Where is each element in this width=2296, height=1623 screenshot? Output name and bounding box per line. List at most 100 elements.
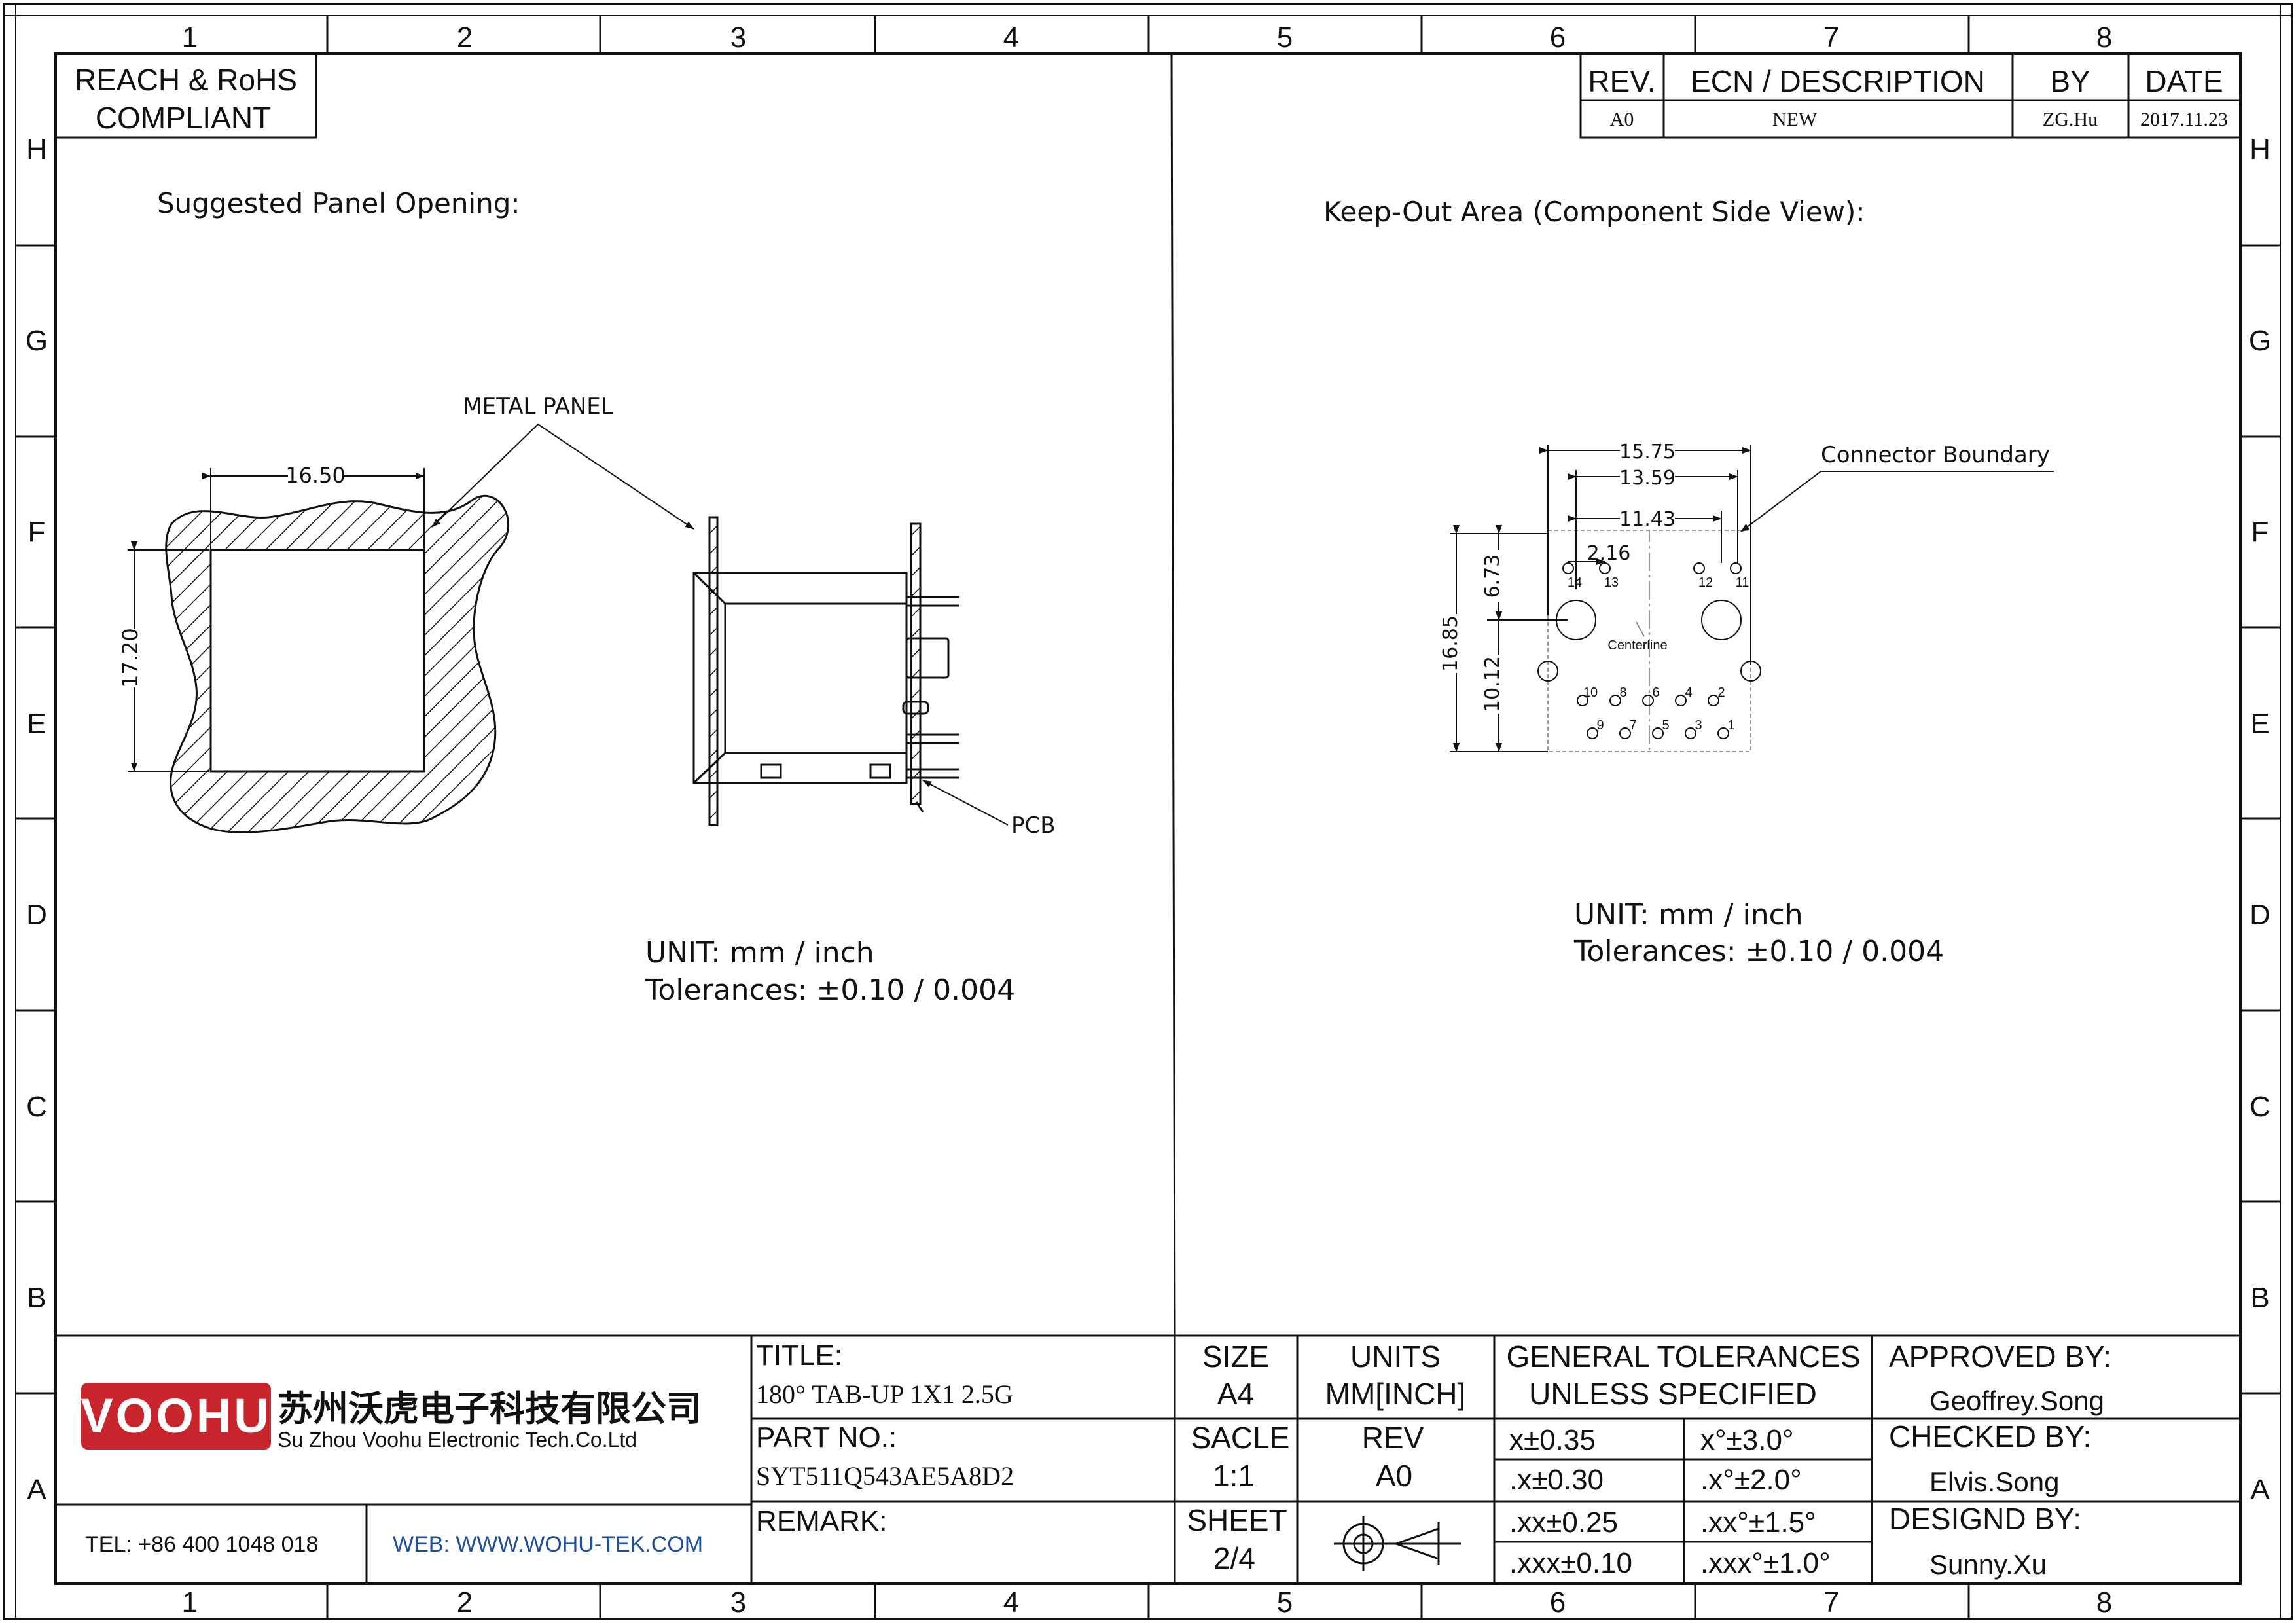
dim-10-12: 10.12 [1481, 656, 1504, 712]
column-label: 5 [1277, 22, 1293, 54]
left-unit-note: UNIT: mm / inch [645, 936, 874, 970]
scale-label: SACLE [1191, 1421, 1290, 1455]
column-labels-bottom: 1 2 3 4 5 6 7 8 [182, 1586, 2112, 1618]
part-no-label: PART NO.: [756, 1421, 897, 1453]
row-label: H [26, 134, 47, 166]
row-label: C [26, 1091, 47, 1123]
pin-hole [1708, 695, 1719, 706]
drawing-border [3, 3, 2293, 1620]
pin-number: 5 [1662, 718, 1669, 733]
right-unit-note: UNIT: mm / inch [1574, 898, 1803, 932]
pin-hole [1717, 727, 1729, 739]
row-label: D [26, 899, 47, 931]
column-label: 6 [1550, 1586, 1566, 1618]
connector-side-view [692, 516, 959, 826]
dim-15-75: 15.75 [1619, 441, 1676, 464]
size-label: SIZE [1202, 1340, 1269, 1374]
row-label: H [2250, 134, 2270, 166]
column-label: 8 [2096, 22, 2112, 54]
rev-value-block: A0 [1376, 1459, 1412, 1493]
row-label: E [27, 708, 46, 740]
row-label: B [2250, 1282, 2269, 1314]
by-value: ZG.Hu [2043, 109, 2098, 130]
projection-symbol-icon [1334, 1516, 1461, 1571]
pin-hole [1619, 727, 1631, 739]
dim-2-16: 2.16 [1587, 542, 1631, 565]
pin-hole [1642, 695, 1654, 706]
tolerance-cell: .x°±2.0° [1700, 1464, 1802, 1496]
company-name-en: Su Zhou Voohu Electronic Tech.Co.Ltd [278, 1428, 637, 1451]
column-label: 4 [1003, 1586, 1019, 1618]
panel-opening-view: Suggested Panel Opening: 16.50 17.20 MET… [118, 187, 1056, 1007]
company-web: WEB: WWW.WOHU-TEK.COM [393, 1532, 703, 1557]
column-labels-top: 1 2 3 4 5 6 7 8 [182, 22, 2112, 54]
pin-number: 6 [1652, 685, 1659, 700]
row-label: D [2250, 899, 2270, 931]
units-label: UNITS [1350, 1340, 1441, 1374]
pin-number: 1 [1727, 718, 1734, 733]
dim-11-43: 11.43 [1619, 508, 1676, 531]
pin-hole [1693, 562, 1705, 574]
boundary-leader [1740, 471, 2054, 532]
row-label: F [28, 516, 46, 548]
general-tolerances-line-1: GENERAL TOLERANCES [1506, 1340, 1860, 1374]
tolerance-cell: .x±0.30 [1509, 1464, 1604, 1496]
pin-number: 12 [1698, 575, 1713, 590]
checked-by-value: Elvis.Song [1929, 1467, 2059, 1497]
remark-label: REMARK: [756, 1505, 887, 1537]
scale-value: 1:1 [1213, 1459, 1255, 1493]
alignment-hole-right [1740, 661, 1761, 682]
pin-number: 7 [1629, 718, 1636, 733]
sheet-label: SHEET [1187, 1503, 1287, 1537]
dim-6-73: 6.73 [1481, 555, 1504, 598]
panel-width-value: 16.50 [285, 463, 346, 488]
mounting-hole-left [1556, 600, 1596, 640]
column-label: 5 [1277, 1586, 1293, 1618]
column-label: 2 [457, 1586, 473, 1618]
column-label: 7 [1823, 22, 1839, 54]
date-header: DATE [2145, 64, 2223, 98]
column-label: 1 [182, 1586, 198, 1618]
keep-out-holes [1537, 562, 1761, 739]
approved-by-label: APPROVED BY: [1889, 1340, 2111, 1374]
row-label: G [2249, 325, 2271, 357]
checked-by-label: CHECKED BY: [1889, 1419, 2091, 1453]
left-tolerance-note: Tolerances: ±0.10 / 0.004 [645, 974, 1015, 1007]
rev-value: A0 [1610, 109, 1634, 130]
column-label: 7 [1823, 1586, 1839, 1618]
row-label: C [2250, 1091, 2270, 1123]
ecn-value: NEW [1772, 109, 1818, 130]
ecn-header: ECN / DESCRIPTION [1691, 64, 1985, 98]
designed-by-label: DESIGND BY: [1889, 1502, 2081, 1536]
pin-numbers: 14 13 12 11 10 8 6 4 2 9 7 5 3 1 [1568, 575, 1749, 733]
pin-hole [1730, 562, 1742, 574]
pcb-leader [922, 780, 1009, 826]
connector-boundary-label: Connector Boundary [1821, 442, 2050, 468]
voohu-logo-badge [81, 1383, 271, 1450]
designed-by-value: Sunny.Xu [1929, 1549, 2047, 1580]
pin-hole [1609, 695, 1621, 706]
pin-hole [1652, 727, 1664, 739]
pcb-label: PCB [1011, 812, 1056, 839]
metal-panel-leaders [431, 424, 694, 530]
row-labels-left: H G F E D C B A [26, 134, 48, 1506]
right-tolerance-note: Tolerances: ±0.10 / 0.004 [1573, 935, 1944, 968]
row-label: F [2251, 516, 2269, 548]
dim-13-59: 13.59 [1619, 467, 1676, 490]
tolerance-cell: .xx±0.25 [1509, 1506, 1618, 1539]
tolerance-cell: .xxx°±1.0° [1700, 1547, 1831, 1579]
general-tolerances-line-2: UNLESS SPECIFIED [1529, 1377, 1817, 1411]
panel-opening-title: Suggested Panel Opening: [157, 187, 520, 219]
title-block: VOOHU 苏州沃虎电子科技有限公司 Su Zhou Voohu Electro… [56, 1334, 2240, 1584]
row-label: G [26, 325, 48, 357]
pin-number: 11 [1736, 575, 1749, 590]
pin-number: 10 [1583, 685, 1598, 700]
column-label: 8 [2096, 1586, 2112, 1618]
approved-by-value: Geoffrey.Song [1929, 1385, 2104, 1416]
by-header: BY [2050, 64, 2090, 98]
date-value: 2017.11.23 [2140, 109, 2228, 130]
column-label: 4 [1003, 22, 1019, 54]
column-label: 1 [182, 22, 198, 54]
pin-number: 2 [1717, 685, 1725, 700]
